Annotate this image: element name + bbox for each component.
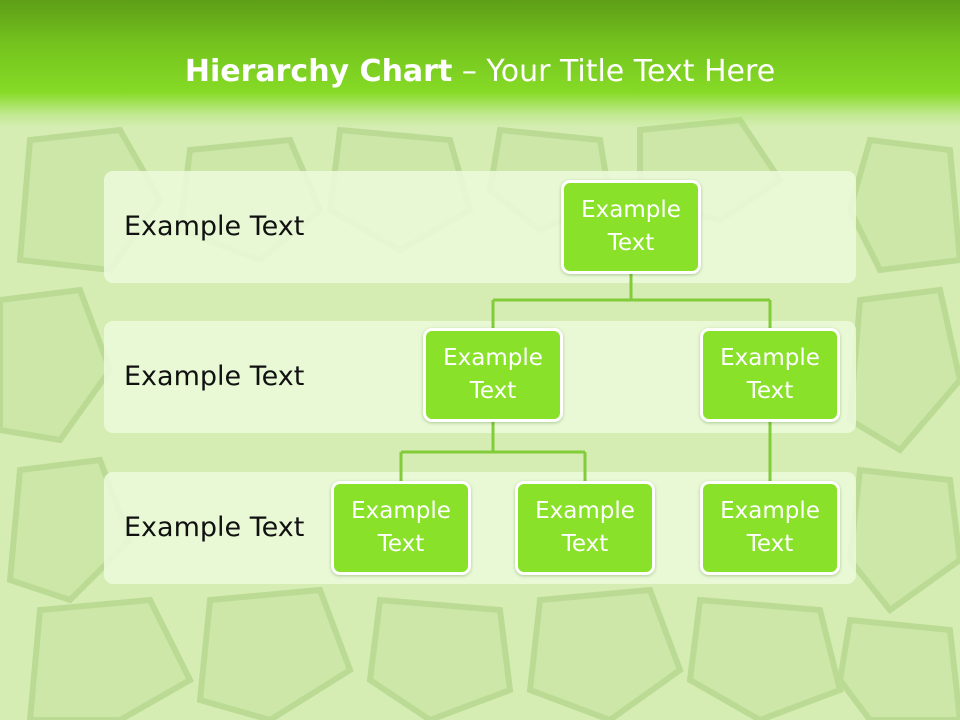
node-level2-left-text: Example Text xyxy=(443,345,543,404)
level-label-1: Example Text xyxy=(124,211,305,242)
title-band xyxy=(0,0,960,128)
page-title: Hierarchy Chart – Your Title Text Here xyxy=(0,54,960,89)
title-bold: Hierarchy Chart xyxy=(184,54,453,89)
level-label-2: Example Text xyxy=(124,361,305,392)
title-rest: – Your Title Text Here xyxy=(452,54,776,89)
node-root-text: Example Text xyxy=(581,197,681,256)
node-level3-2-text: Example Text xyxy=(535,498,635,557)
node-level3-1[interactable]: Example Text xyxy=(331,481,471,575)
node-level3-2[interactable]: Example Text xyxy=(515,481,655,575)
node-root[interactable]: Example Text xyxy=(561,180,701,274)
node-level3-3[interactable]: Example Text xyxy=(700,481,840,575)
node-level2-right[interactable]: Example Text xyxy=(700,328,840,422)
node-level3-1-text: Example Text xyxy=(351,498,451,557)
node-level3-3-text: Example Text xyxy=(720,498,820,557)
node-level2-left[interactable]: Example Text xyxy=(423,328,563,422)
level-band-1: Example Text xyxy=(104,171,856,283)
node-level2-right-text: Example Text xyxy=(720,345,820,404)
level-label-3: Example Text xyxy=(124,512,305,543)
